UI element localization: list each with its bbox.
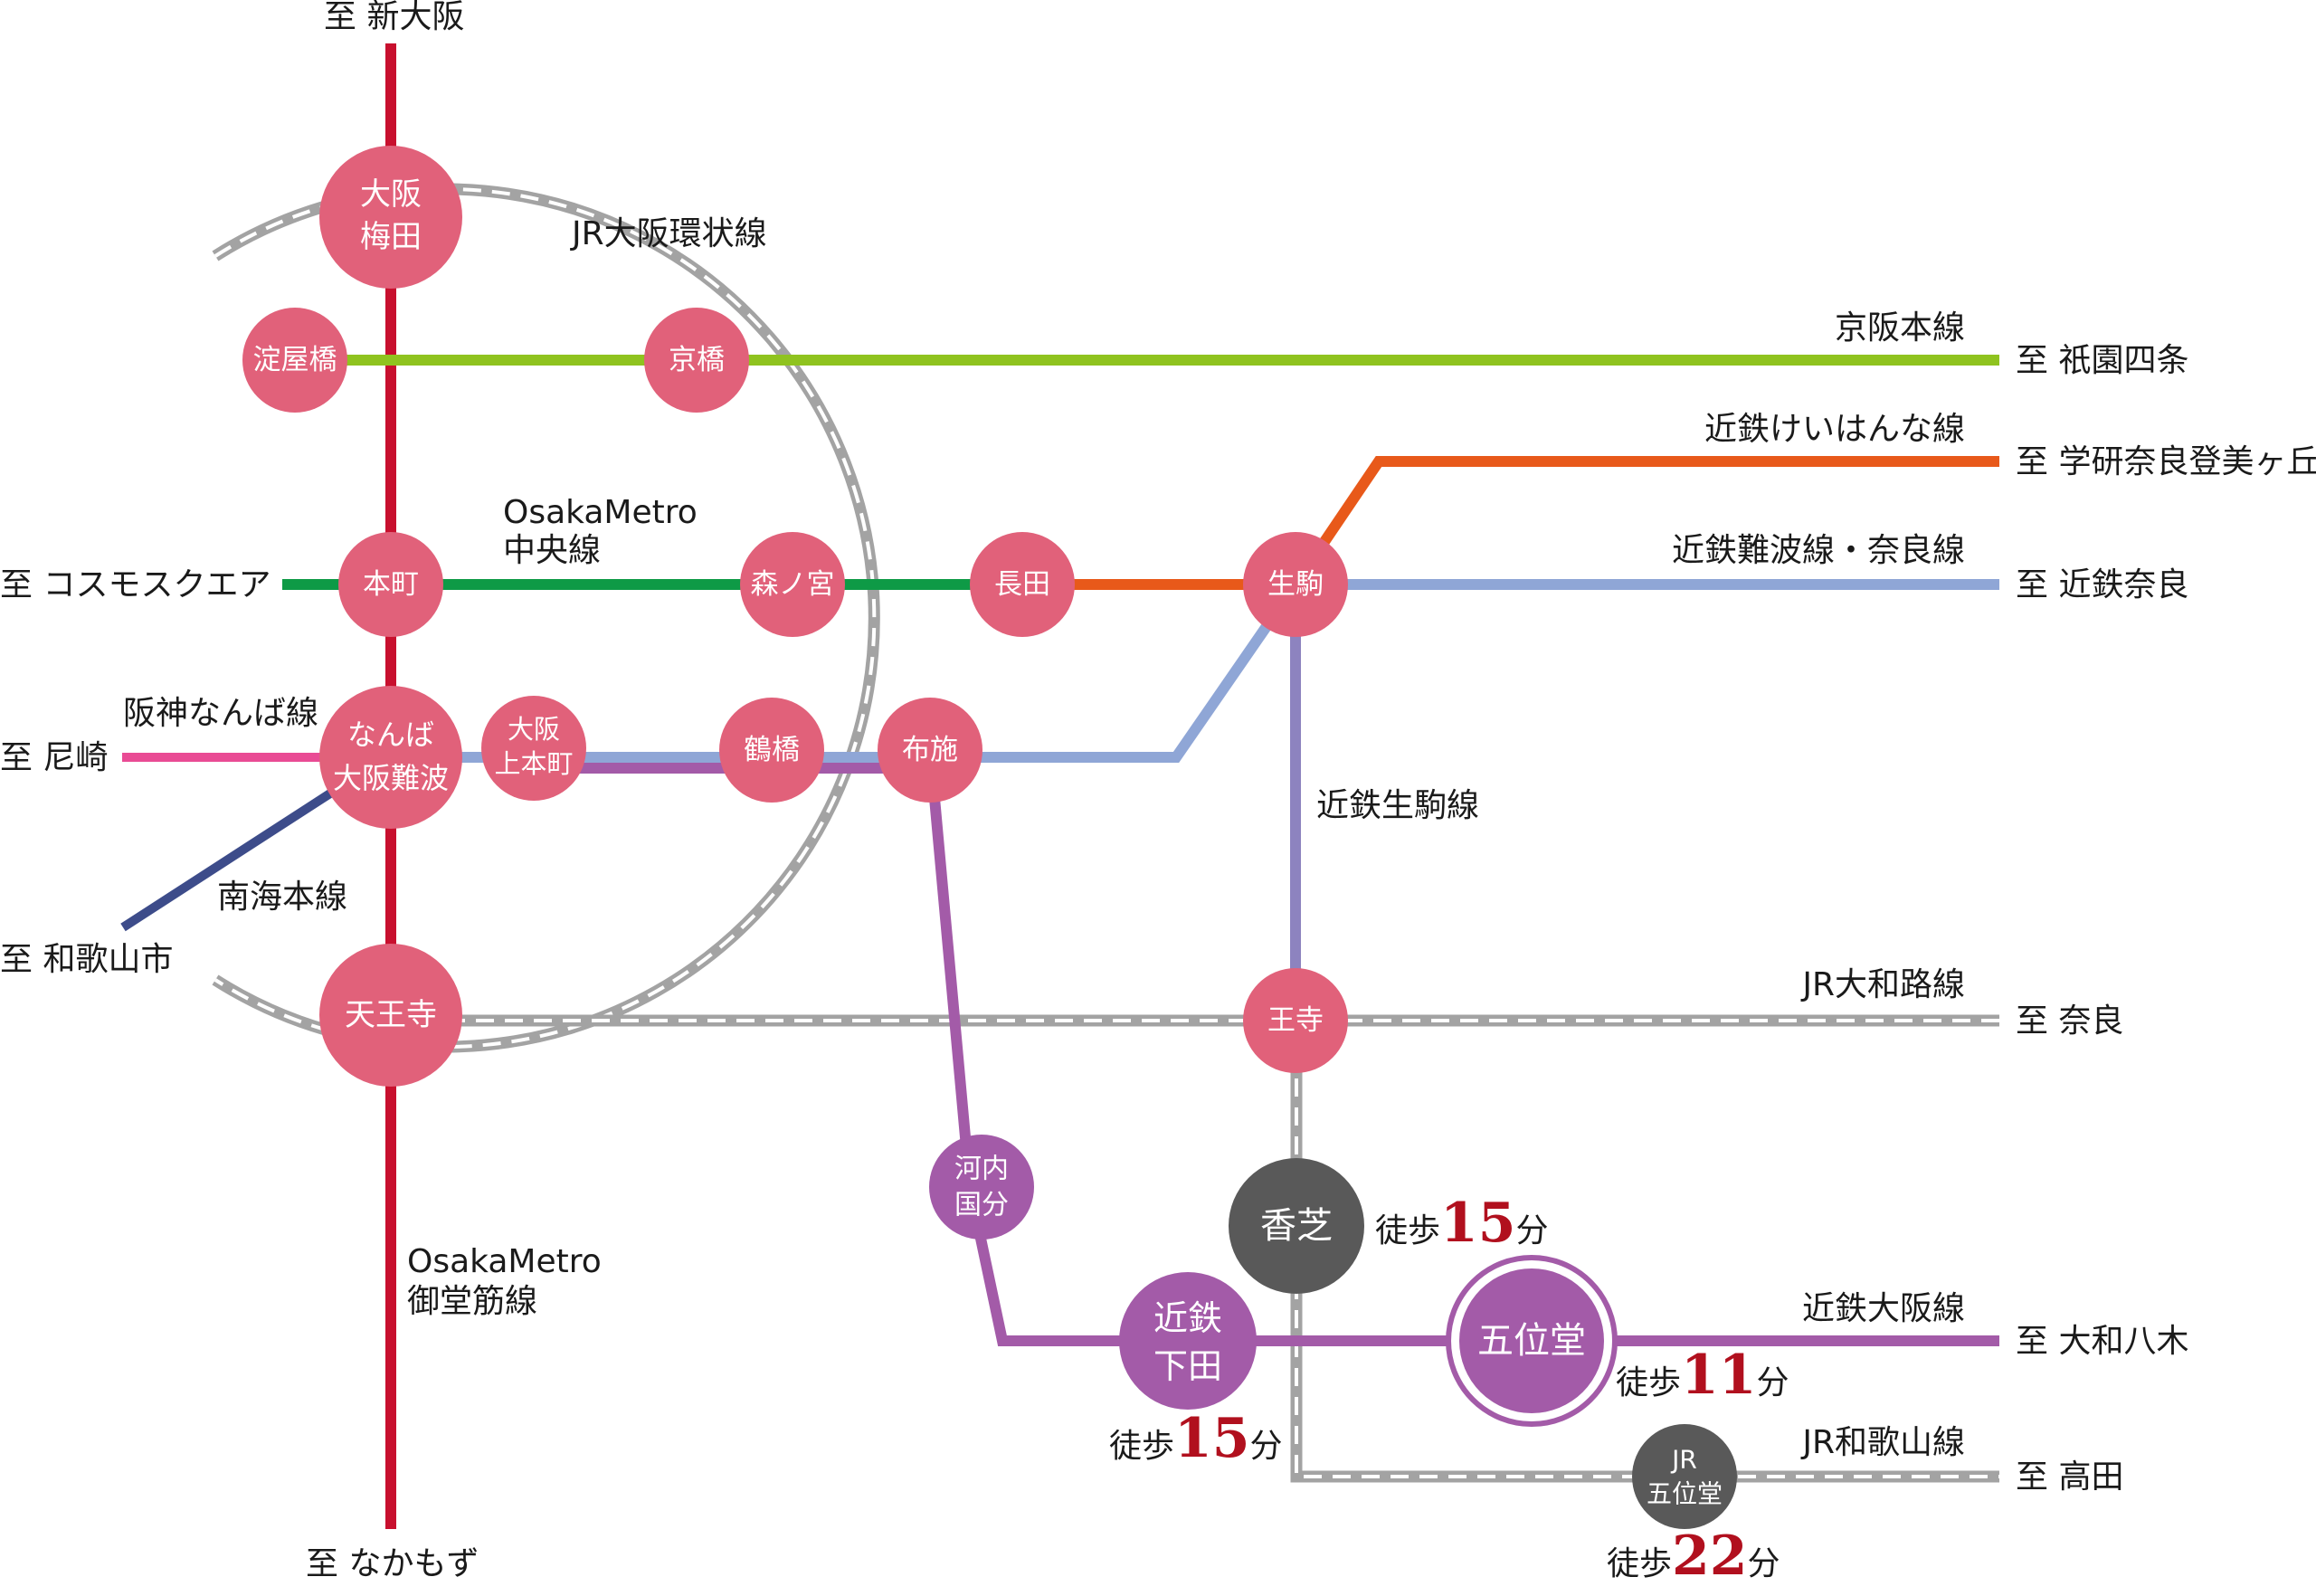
station-label: JR: [1670, 1445, 1697, 1475]
station-label: 上本町: [494, 748, 573, 779]
station-label: 下田: [1153, 1346, 1222, 1386]
label-ikoma: 近鉄生駒線: [1316, 787, 1479, 824]
station-label: 王寺: [1267, 1004, 1324, 1037]
walk-time-shimoda: 徒歩15分: [1109, 1407, 1283, 1470]
station-label: 香芝: [1260, 1205, 1333, 1247]
station-kawachi-kokubu[interactable]: 河内 国分: [929, 1135, 1034, 1240]
station-osaka-umeda[interactable]: 大阪 梅田: [319, 146, 462, 289]
dest-gakken: 至 学研奈良登美ヶ丘: [2016, 443, 2316, 480]
walk-time-goido: 徒歩11分: [1616, 1344, 1789, 1407]
station-tsuruhashi[interactable]: 鶴橋: [719, 698, 824, 803]
label-kintetsu-osaka: 近鉄大阪線: [1802, 1290, 1965, 1327]
label-jr-loop: JR大阪環状線: [570, 215, 767, 252]
label-chuo-1: OsakaMetro: [503, 494, 698, 531]
station-label: 天王寺: [345, 997, 437, 1033]
label-midosuji-1: OsakaMetro: [407, 1243, 602, 1280]
jr-loop-dash: [214, 187, 877, 1049]
station-namba[interactable]: なんば 大阪難波: [319, 686, 462, 829]
label-kintetsu-namba-nara: 近鉄難波線・奈良線: [1672, 532, 1965, 569]
station-honmachi[interactable]: 本町: [338, 532, 443, 637]
label-yamatoji: JR大和路線: [1800, 966, 1965, 1003]
station-osaka-uehommachi[interactable]: 大阪 上本町: [481, 696, 586, 801]
station-label: 近鉄: [1153, 1298, 1222, 1338]
walk-time-kashiba: 徒歩15分: [1375, 1192, 1549, 1255]
station-label: 長田: [994, 568, 1050, 601]
station-label: なんば: [347, 717, 434, 752]
station-label: 京橋: [669, 344, 725, 376]
station-label: 生駒: [1267, 568, 1324, 601]
dest-kintetsu-nara: 至 近鉄奈良: [2016, 566, 2188, 603]
station-label: 梅田: [360, 219, 422, 255]
station-fuse[interactable]: 布施: [878, 698, 982, 803]
station-yodoyabashi[interactable]: 淀屋橋: [242, 308, 347, 413]
station-label: 淀屋橋: [253, 344, 337, 376]
label-midosuji-2: 御堂筋線: [407, 1283, 537, 1320]
kintetsu-nara-line: [457, 579, 1999, 763]
station-goido[interactable]: 五位堂: [1446, 1255, 1618, 1427]
station-label: 大阪難波: [333, 761, 449, 795]
station-label: 大阪: [360, 176, 422, 213]
jr-loop-line: [212, 183, 880, 1053]
station-label: 本町: [363, 568, 419, 601]
label-wakayama: JR和歌山線: [1800, 1424, 1965, 1461]
keihanna-line: [1022, 456, 1999, 590]
dest-cosmo-square: 至 コスモスクエア: [0, 566, 271, 603]
walk-times: 徒歩15分 徒歩15分 徒歩11分 徒歩22分: [1109, 1192, 1789, 1588]
label-keihanna: 近鉄けいはんな線: [1704, 411, 1965, 448]
station-label: 五位堂: [1477, 1320, 1586, 1362]
station-jr-goido[interactable]: JR 五位堂: [1632, 1424, 1737, 1529]
dest-takada: 至 高田: [2016, 1458, 2123, 1496]
dest-yamato-yagi: 至 大和八木: [2016, 1323, 2188, 1360]
label-keihan: 京阪本線: [1835, 309, 1965, 347]
station-nagata[interactable]: 長田: [970, 532, 1075, 637]
dest-wakayamashi: 至 和歌山市: [0, 941, 173, 978]
label-nankai: 南海本線: [217, 879, 347, 916]
station-label: 森ノ宮: [751, 568, 835, 601]
station-label: 大阪: [508, 714, 560, 745]
line-labels: JR大阪環状線 京阪本線 近鉄けいはんな線 近鉄難波線・奈良線 OsakaMet…: [123, 215, 1965, 1461]
station-tennoji[interactable]: 天王寺: [319, 944, 462, 1087]
label-hanshin: 阪神なんば線: [123, 695, 318, 732]
station-kashiba[interactable]: 香芝: [1229, 1158, 1364, 1294]
dest-amagasaki: 至 尼崎: [0, 739, 108, 776]
station-label: 鶴橋: [744, 734, 800, 766]
dest-nakamozu: 至 なかもず: [306, 1545, 479, 1582]
station-kintetsu-shimoda[interactable]: 近鉄 下田: [1119, 1272, 1257, 1410]
dest-shin-osaka: 至 新大阪: [324, 0, 464, 35]
station-label: 国分: [954, 1190, 1009, 1221]
station-oji[interactable]: 王寺: [1243, 968, 1348, 1073]
walk-time-jr-goido: 徒歩22分: [1607, 1525, 1780, 1588]
station-kyobashi[interactable]: 京橋: [644, 308, 749, 413]
station-label: 布施: [902, 734, 958, 766]
nankai-line: [120, 787, 336, 932]
stations: 大阪 梅田 淀屋橋 京橋 本町 森ノ宮 長田 生駒 なんば: [242, 146, 1737, 1529]
station-morinomiya[interactable]: 森ノ宮: [740, 532, 845, 637]
dest-nara: 至 奈良: [2016, 1002, 2123, 1040]
station-ikoma[interactable]: 生駒: [1243, 532, 1348, 637]
station-label: 河内: [954, 1154, 1009, 1185]
station-label: 五位堂: [1647, 1479, 1723, 1509]
dest-gion-shijo: 至 祇園四条: [2016, 342, 2188, 379]
label-chuo-2: 中央線: [503, 532, 601, 569]
